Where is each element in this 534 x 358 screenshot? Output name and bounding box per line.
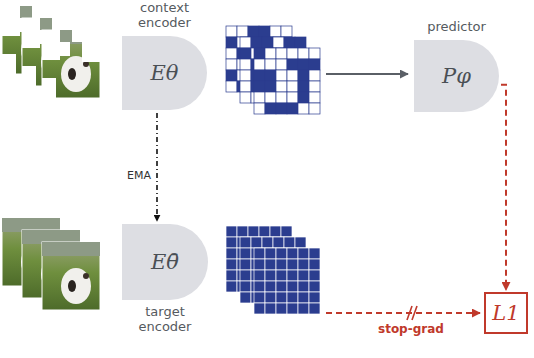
block-symbol: L1 [492,301,519,325]
token-grid [226,26,292,92]
flow-connector [156,113,158,221]
connector-layer [157,85,506,290]
loss-box: L1 [484,292,528,334]
video-frame [42,242,100,310]
block-symbol: Pφ [442,64,471,88]
stop-grad-mark [407,306,417,320]
block-symbol: Eθ [151,61,179,85]
token-grid [254,48,320,114]
target-token-grid [226,226,320,314]
video-frames [2,218,100,310]
flow-arrow [326,73,408,75]
token-grid [226,226,292,292]
edge-label: EMA [127,169,151,182]
video-frame [42,30,100,98]
token-grid [240,237,306,303]
predictor-block: predictorPφ [414,40,499,112]
block-heading: context encoder [122,1,208,31]
masked-video-frames [2,6,100,98]
stop-grad-arrow [326,312,480,314]
token-grid [240,37,306,103]
flow-connector [501,85,506,290]
token-grid [254,248,320,314]
annotation-label: stop-grad [378,322,444,336]
block-symbol: Eθ̄ [151,250,179,274]
block-heading: predictor [414,20,500,35]
encoder-block: Eθ̄target encoder [122,224,208,300]
masked-token-grid [226,26,320,114]
encoder-block: context encoderEθ [122,36,207,110]
block-heading: target encoder [122,305,208,335]
